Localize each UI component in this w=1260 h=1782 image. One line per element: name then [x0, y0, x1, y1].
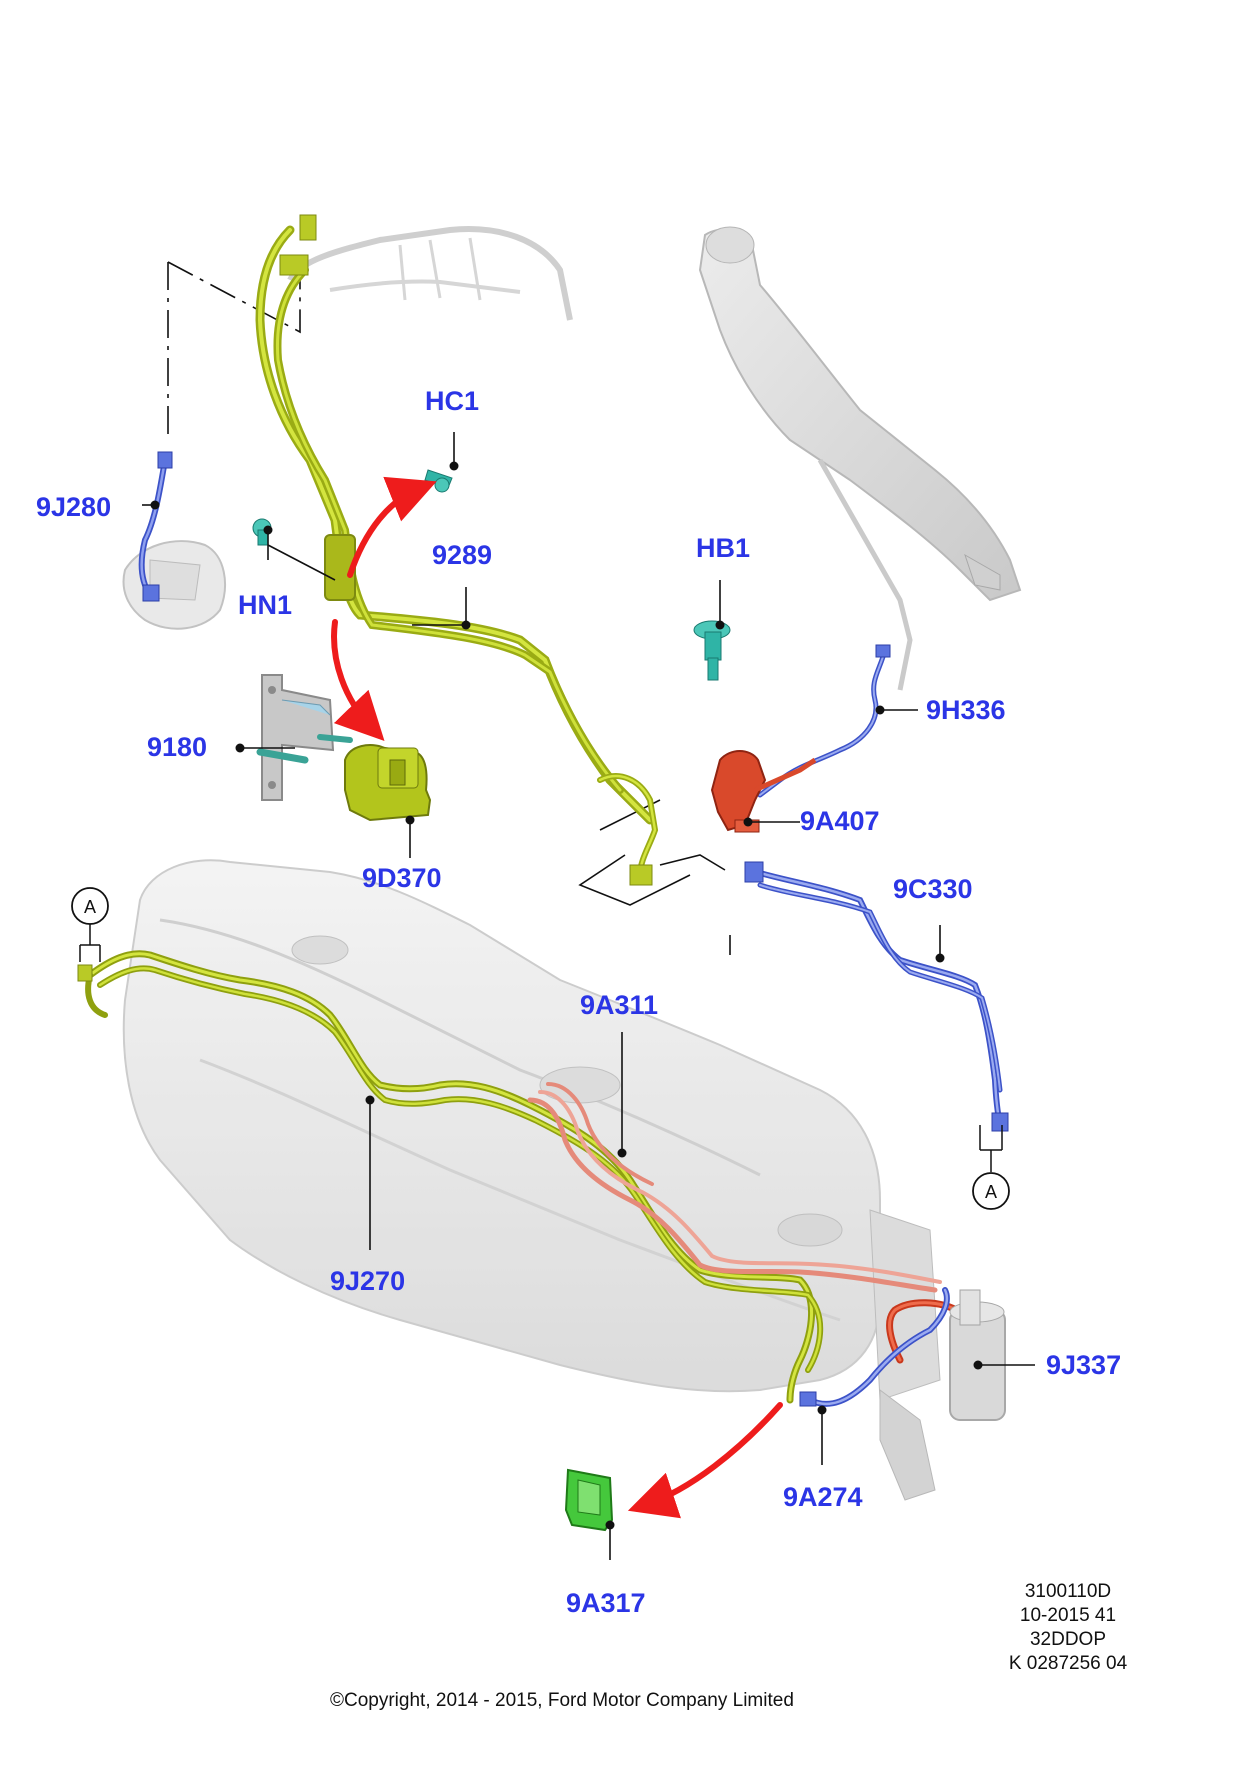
callout-9289: 9289 — [432, 540, 493, 570]
document-info: 3100110D 10-2015 41 32DDOP K 0287256 04 — [988, 1580, 1148, 1676]
leader-dots — [150, 461, 983, 1530]
tank-line-9J270 — [77, 950, 824, 1404]
vapour-line-9H336 — [757, 644, 891, 798]
document-info-line-1: 3100110D — [1024, 1581, 1112, 1602]
reference-marker-left-letter: A — [84, 897, 96, 917]
tank-line-9A311 — [527, 1082, 942, 1293]
fuel-supply-line-9289 — [255, 214, 659, 886]
document-info-line-4: K 0287256 04 — [1008, 1653, 1128, 1674]
callout-9D370: 9D370 — [362, 863, 442, 893]
fuel-filter-housing — [122, 540, 226, 630]
document-info-line-2: 10-2015 41 — [1019, 1605, 1117, 1626]
callout-9C330: 9C330 — [893, 874, 973, 904]
fastener-HC1 — [424, 469, 453, 493]
valve-9A407 — [710, 750, 817, 833]
fastener-HB1 — [693, 620, 731, 681]
callout-9A274: 9A274 — [783, 1482, 863, 1512]
copyright-notice: ©Copyright, 2014 - 2015, Ford Motor Comp… — [330, 1690, 794, 1711]
callout-9180: 9180 — [147, 732, 208, 762]
callout-9J280: 9J280 — [36, 492, 112, 522]
bracket-9180 — [256, 674, 353, 801]
tank-line-9A274 — [799, 1287, 950, 1407]
reference-marker-left: A — [71, 887, 109, 962]
exhaust-catalyst — [698, 226, 1022, 691]
callout-HC1: HC1 — [425, 386, 480, 416]
return-line-9J280 — [138, 451, 173, 602]
callout-9A311: 9A311 — [580, 990, 659, 1020]
red-arrows — [331, 476, 783, 1519]
reference-marker-right: A — [972, 1125, 1010, 1210]
component-9D370 — [344, 744, 432, 822]
return-line-9C330 — [744, 861, 1009, 1132]
callout-9A317: 9A317 — [566, 1588, 646, 1618]
callout-9H336: 9H336 — [926, 695, 1006, 725]
engine-harness — [287, 226, 573, 321]
clip-9A317 — [564, 1468, 614, 1532]
fuel-pump-module — [949, 1289, 1006, 1421]
callout-9A407: 9A407 — [800, 806, 880, 836]
callout-9J270: 9J270 — [330, 1266, 406, 1296]
callout-HN1: HN1 — [238, 590, 293, 620]
callout-HB1: HB1 — [696, 533, 751, 563]
document-info-line-3: 32DDOP — [1029, 1629, 1107, 1650]
reference-marker-right-letter: A — [985, 1182, 997, 1202]
callout-9J337: 9J337 — [1046, 1350, 1122, 1380]
leader-lines — [142, 432, 1035, 1560]
